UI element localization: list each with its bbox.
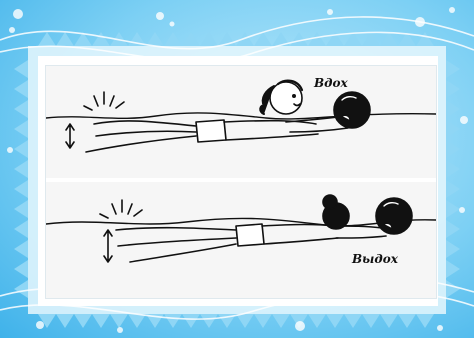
frame-triangles-top bbox=[38, 32, 434, 46]
frame-triangles-right bbox=[446, 60, 460, 298]
inhale-caption: Вдох bbox=[314, 76, 348, 90]
frame-triangles-left bbox=[14, 60, 28, 298]
swimming-breathing-illustration: Вдох Выдох bbox=[46, 66, 436, 298]
exhale-caption: Выдох bbox=[352, 252, 398, 266]
